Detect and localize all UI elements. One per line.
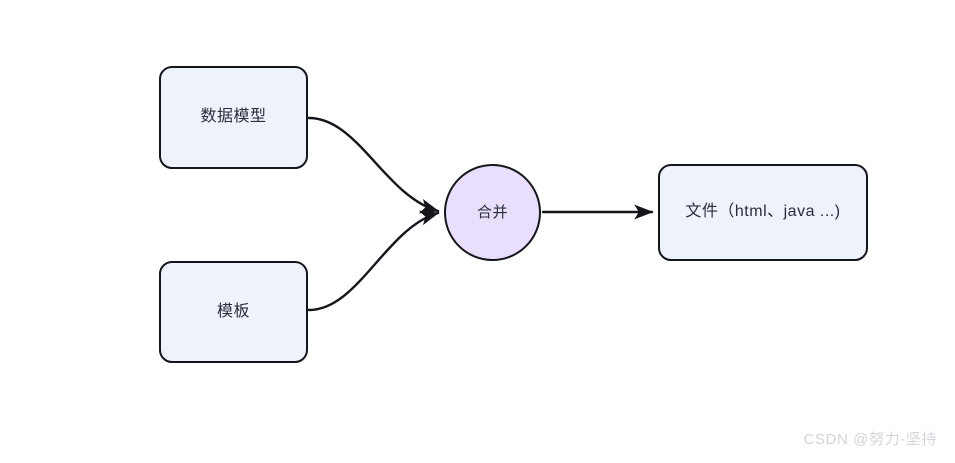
node-data-model-label: 数据模型 <box>200 108 267 126</box>
node-merge-label: 合并 <box>476 203 508 221</box>
node-template-label: 模板 <box>216 302 250 320</box>
edge-data-model-to-merge <box>307 116 440 214</box>
watermark: CSDN @努力-坚持 <box>803 431 937 448</box>
edge-template-to-merge <box>307 210 440 312</box>
node-merge[interactable]: 合并 <box>444 164 541 261</box>
node-data-model[interactable]: 数据模型 <box>159 66 308 169</box>
node-file[interactable]: 文件（html、java ...) <box>658 164 868 261</box>
node-file-label: 文件（html、java ...) <box>685 203 841 221</box>
node-template[interactable]: 模板 <box>159 261 308 363</box>
